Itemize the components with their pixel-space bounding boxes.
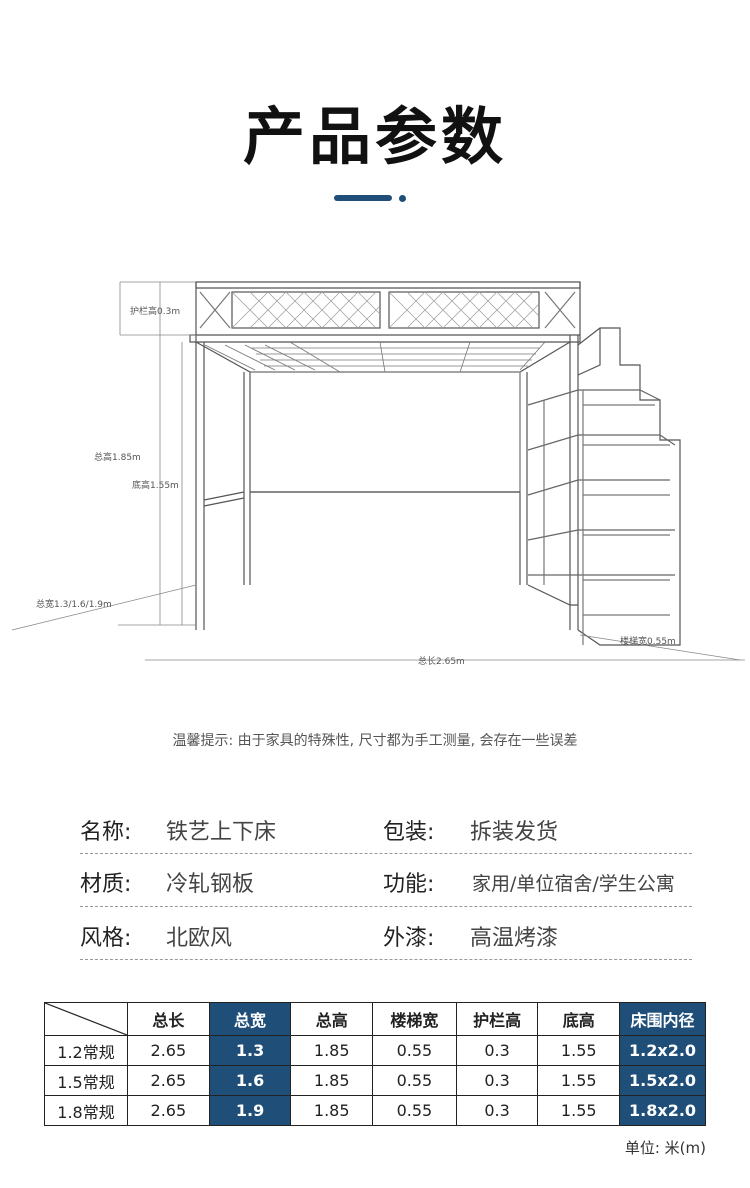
table-header-cell: 床围内径 xyxy=(619,1002,706,1036)
parameter-table: 总长 总宽 总高 楼梯宽 护栏高 底高 床围内径 1.2常规 2.65 1.3 … xyxy=(44,1002,706,1126)
total-height-label: 总高1.85m xyxy=(94,451,141,463)
spec-label: 包装: xyxy=(383,820,435,845)
table-row: 1.5常规 2.65 1.6 1.85 0.55 0.3 1.55 1.5x2.… xyxy=(44,1065,706,1096)
table-cell: 0.55 xyxy=(372,1035,457,1066)
table-header-cell: 总高 xyxy=(290,1002,374,1036)
total-length-label: 总长2.65m xyxy=(418,655,465,667)
spec-label: 材质: xyxy=(80,872,132,897)
bottom-height-label: 底高1.55m xyxy=(132,479,179,491)
table-header-cell: 护栏高 xyxy=(455,1002,539,1036)
table-cell: 1.8常规 xyxy=(44,1095,128,1126)
table-cell: 1.6 xyxy=(208,1065,292,1096)
table-cell: 1.55 xyxy=(537,1095,621,1126)
spec-value: 家用/单位宿舍/学生公寓 xyxy=(472,873,675,895)
spec-value: 铁艺上下床 xyxy=(166,820,277,845)
total-width-label: 总宽1.3/1.6/1.9m xyxy=(36,598,112,610)
table-header-cell: 底高 xyxy=(537,1002,621,1036)
table-cell: 1.5x2.0 xyxy=(619,1065,706,1096)
spec-row: 名称: 铁艺上下床 包装: 拆装发货 xyxy=(80,814,692,866)
table-cell: 2.65 xyxy=(127,1095,210,1126)
spec-label: 名称: xyxy=(80,820,132,845)
table-cell: 1.85 xyxy=(290,1095,374,1126)
spec-row: 材质: 冷轧钢板 功能: 家用/单位宿舍/学生公寓 xyxy=(80,866,692,918)
table-cell: 1.2x2.0 xyxy=(619,1035,706,1066)
accent-dot xyxy=(399,195,406,202)
table-cell: 0.3 xyxy=(455,1035,539,1066)
measurement-tip: 温馨提示: 由于家具的特殊性, 尺寸都为手工测量, 会存在一些误差 xyxy=(172,733,578,749)
divider xyxy=(80,906,692,907)
table-cell: 0.3 xyxy=(455,1095,539,1126)
spec-value: 拆装发货 xyxy=(470,820,559,845)
table-header-cell: 总长 xyxy=(127,1002,210,1036)
table-cell: 0.55 xyxy=(372,1065,457,1096)
table-cell: 1.8x2.0 xyxy=(619,1095,706,1126)
table-cell: 1.55 xyxy=(537,1035,621,1066)
page-title: 产品参数 xyxy=(242,100,507,173)
unit-note: 单位: 米(m) xyxy=(624,1139,706,1157)
accent-bar xyxy=(334,195,392,201)
spec-row: 风格: 北欧风 外漆: 高温烤漆 xyxy=(80,920,692,972)
table-cell: 1.3 xyxy=(208,1035,292,1066)
divider xyxy=(80,853,692,854)
table-cell: 1.85 xyxy=(290,1065,374,1096)
table-cell: 1.85 xyxy=(290,1035,374,1066)
table-cell: 1.55 xyxy=(537,1065,621,1096)
table-cell: 1.2常规 xyxy=(44,1035,128,1066)
stair-width-label: 楼梯宽0.55m xyxy=(620,635,676,647)
table-header-row: 总长 总宽 总高 楼梯宽 护栏高 底高 床围内径 xyxy=(44,1002,706,1036)
table-cell: 2.65 xyxy=(127,1065,210,1096)
loft-bed-diagram: 护栏高0.3m 总高1.85m 底高1.55m 总宽1.3/1.6/1.9m 总… xyxy=(11,281,745,667)
table-cell: 1.5常规 xyxy=(44,1065,128,1096)
table-cell: 2.65 xyxy=(127,1035,210,1066)
table-header-cell: 总宽 xyxy=(208,1002,292,1036)
spec-value: 高温烤漆 xyxy=(470,926,559,951)
spec-label: 外漆: xyxy=(383,926,435,951)
spec-value: 北欧风 xyxy=(166,926,233,951)
table-cell: 1.9 xyxy=(208,1095,292,1126)
table-row: 1.8常规 2.65 1.9 1.85 0.55 0.3 1.55 1.8x2.… xyxy=(44,1095,706,1126)
table-corner-cell xyxy=(44,1002,128,1036)
rail-height-label: 护栏高0.3m xyxy=(130,305,180,317)
spec-value: 冷轧钢板 xyxy=(166,872,255,897)
table-cell: 0.3 xyxy=(455,1065,539,1096)
table-row: 1.2常规 2.65 1.3 1.85 0.55 0.3 1.55 1.2x2.… xyxy=(44,1035,706,1066)
divider xyxy=(80,959,692,960)
spec-label: 功能: xyxy=(383,872,435,897)
spec-label: 风格: xyxy=(80,926,132,951)
table-header-cell: 楼梯宽 xyxy=(372,1002,457,1036)
table-cell: 0.55 xyxy=(372,1095,457,1126)
